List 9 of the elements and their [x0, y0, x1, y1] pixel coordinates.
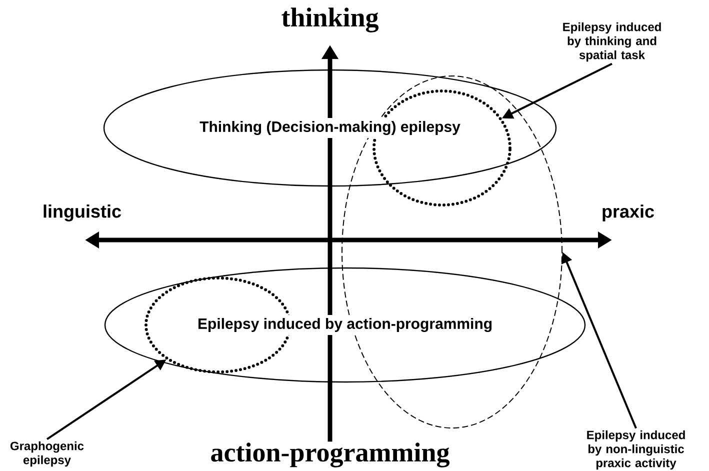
axis-label: thinking [280, 6, 380, 34]
axis-label: linguistic [42, 204, 122, 222]
axis-label: praxic [600, 204, 656, 222]
callout-text: Epilepsy induced by non-linguistic praxic activity [587, 430, 685, 470]
ellipse-region: Thinking (Decision-making) epilepsy [103, 69, 557, 187]
axis-label: action-programming [209, 442, 451, 468]
callout-text: Epilepsy induced by thinking and spatial task [563, 22, 661, 62]
ellipse-region: Epilepsy induced by action-programming [104, 267, 586, 383]
callout-text: Graphogenic epilepsy [10, 441, 84, 467]
